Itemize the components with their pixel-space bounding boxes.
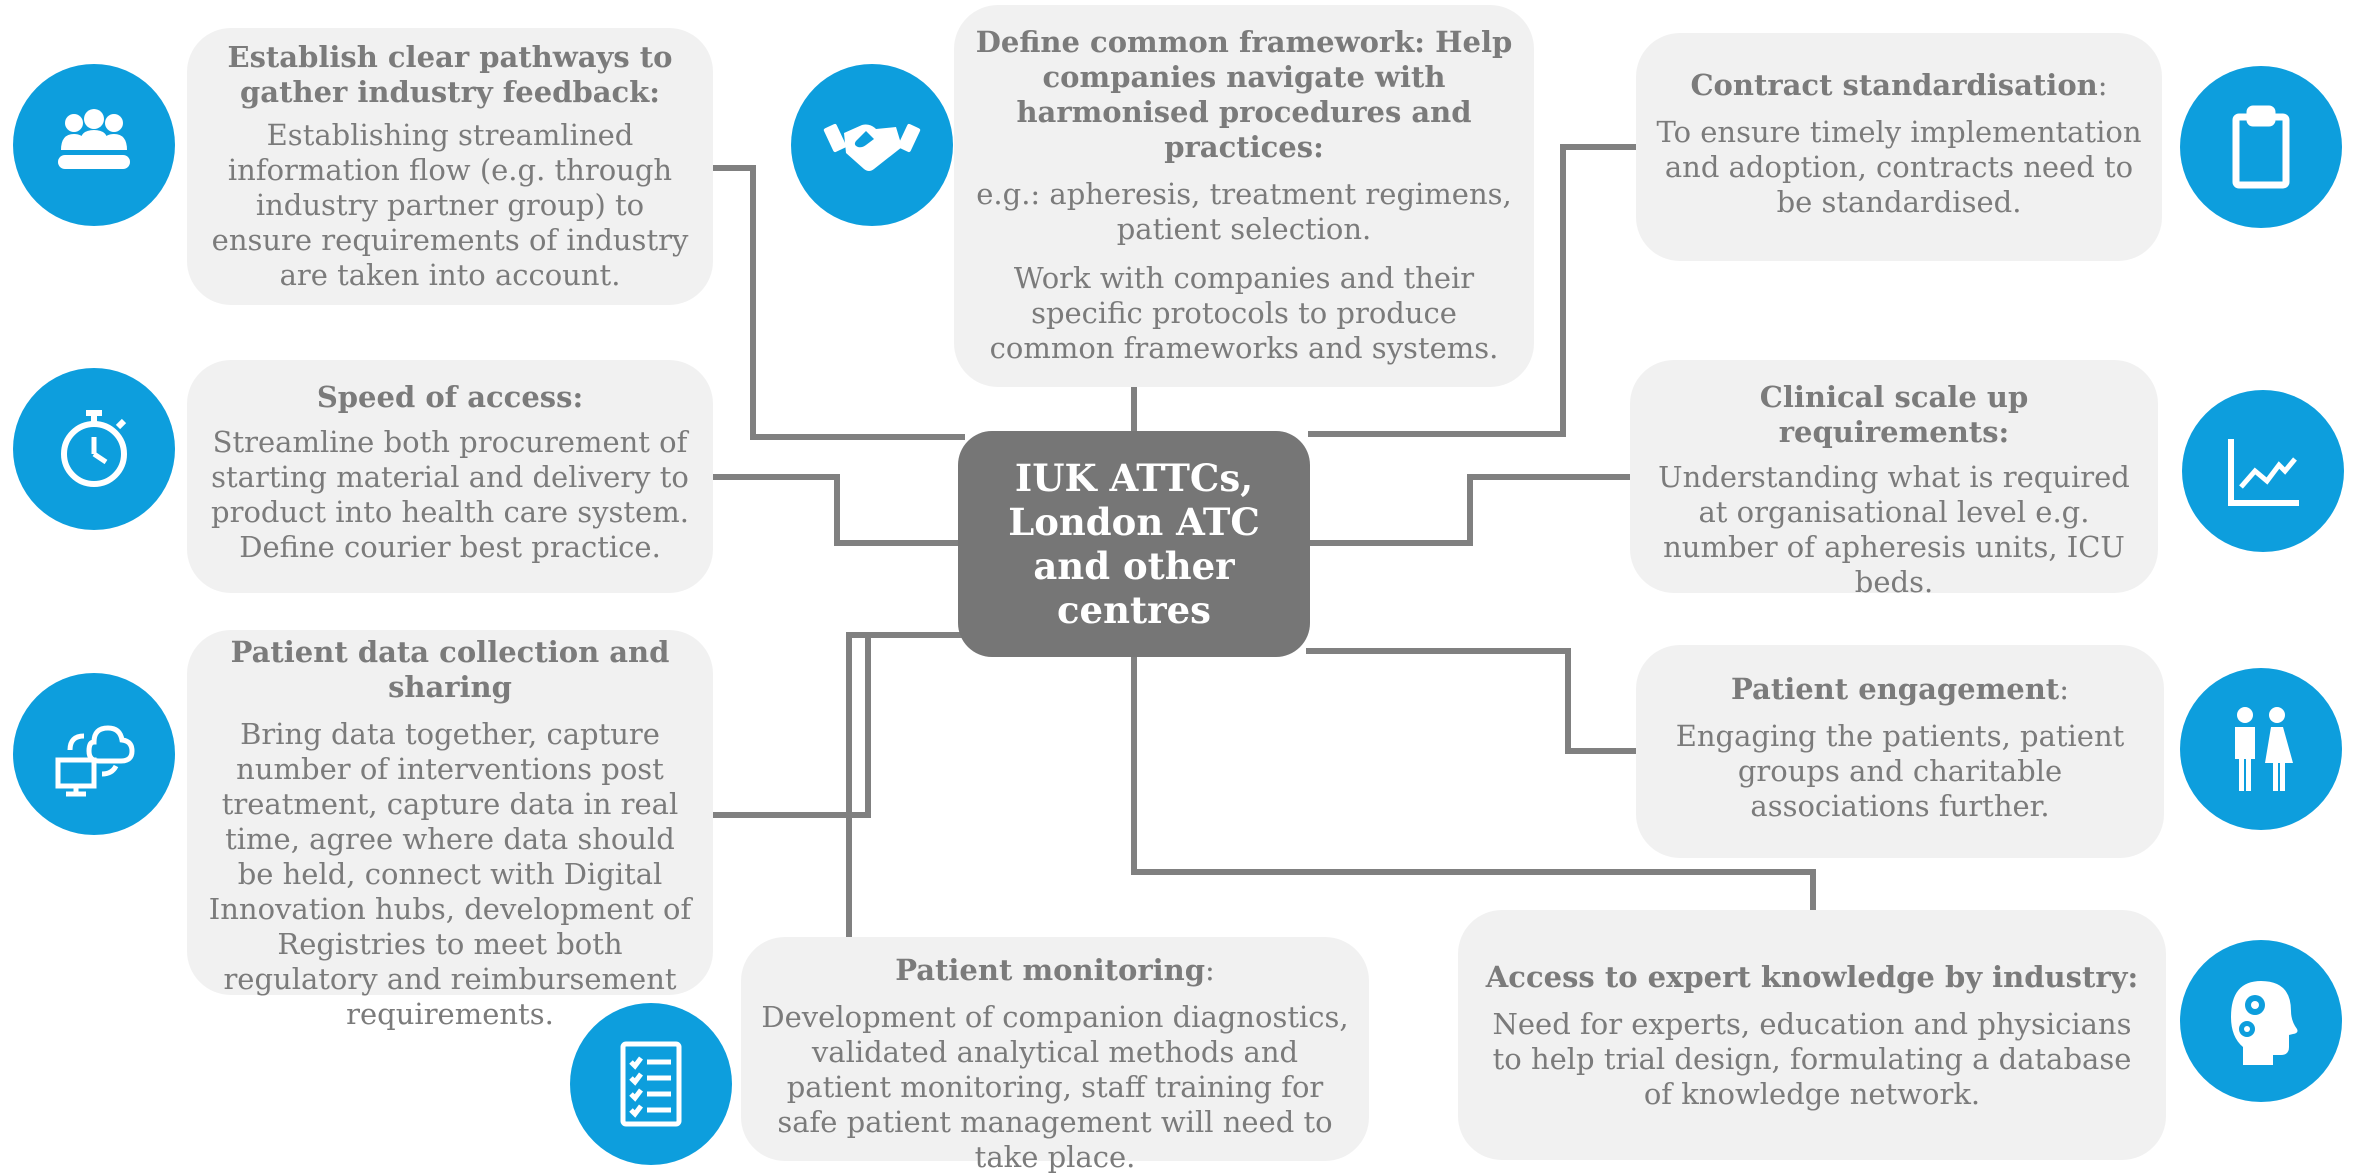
box-title: Clinical scale up requirements: — [1759, 380, 2029, 449]
box-body: Bring data together, capture number of i… — [208, 717, 692, 1031]
box-contract-standardisation: Contract standardisation: To ensure time… — [1636, 33, 2162, 261]
box-title: Patient data collection and sharing — [230, 635, 670, 704]
connector-contract — [1308, 144, 1636, 437]
growth-chart-icon — [2182, 390, 2344, 552]
group-meeting-icon — [13, 64, 175, 226]
box-patient-engagement: Patient engagement: Engaging the patient… — [1636, 645, 2164, 858]
box-body: To ensure timely implementation and adop… — [1656, 115, 2142, 219]
connector-feedback — [713, 165, 965, 440]
box-body: Development of companion diagnostics, va… — [761, 1000, 1349, 1174]
connector-speed — [713, 474, 958, 546]
connector-engagement — [1306, 648, 1636, 754]
box-patient-monitoring: Patient monitoring: Development of compa… — [741, 937, 1369, 1174]
box-clinical-scale-up: Clinical scale up requirements: Understa… — [1630, 360, 2158, 599]
box-title: Establish clear pathways to gather indus… — [227, 40, 673, 109]
box-body: Engaging the patients, patient groups an… — [1675, 719, 2125, 823]
box-title: Patient engagement — [1731, 672, 2060, 706]
connector-expert — [1131, 657, 1816, 910]
connector-clinical — [1310, 474, 1630, 546]
box-title: Patient monitoring — [895, 953, 1205, 987]
connector-data — [713, 632, 962, 818]
box-common-framework: Define common framework: Help companies … — [954, 5, 1534, 387]
box-title: Access to expert knowledge by industry: — [1485, 960, 2139, 994]
clipboard-icon — [2180, 66, 2342, 228]
box-speed-of-access: Speed of access: Streamline both procure… — [187, 360, 713, 593]
people-icon — [2180, 668, 2342, 830]
checklist-icon — [570, 1003, 732, 1165]
central-hub: IUK ATTCs, London ATC and other centres — [958, 431, 1310, 657]
stopwatch-icon — [13, 368, 175, 530]
box-industry-feedback: Establish clear pathways to gather indus… — [187, 28, 713, 305]
box-patient-data: Patient data collection and sharing Brin… — [187, 630, 713, 1031]
box-body: Establishing streamlined information flo… — [211, 118, 689, 292]
connector-monitoring — [846, 632, 1018, 955]
box-body-2: Work with companies and their specific p… — [989, 261, 1499, 365]
box-expert-knowledge: Access to expert knowledge by industry: … — [1458, 910, 2166, 1160]
box-body: Understanding what is required at organi… — [1658, 460, 2130, 599]
box-body: Need for experts, education and physicia… — [1492, 1007, 2132, 1111]
box-title: Contract standardisation — [1690, 68, 2098, 102]
handshake-icon — [791, 64, 953, 226]
box-body: Streamline both procurement of starting … — [211, 425, 689, 564]
box-body: e.g.: apheresis, treatment regimens, pat… — [976, 177, 1512, 246]
box-title: Define common framework: Help companies … — [975, 25, 1513, 164]
head-gears-icon — [2180, 940, 2342, 1102]
box-title: Speed of access: — [316, 380, 584, 414]
central-hub-label: IUK ATTCs, London ATC and other centres — [1008, 456, 1260, 632]
cloud-sync-icon — [13, 673, 175, 835]
